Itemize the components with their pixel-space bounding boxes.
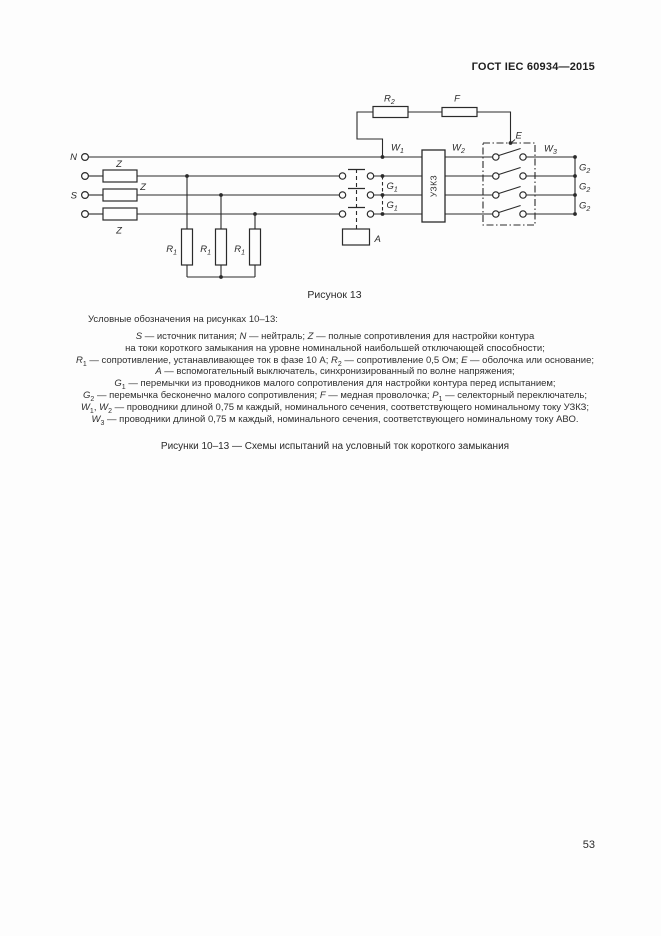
e-switches xyxy=(491,153,527,218)
legend-intro: Условные обозначения на рисунках 10–13: xyxy=(88,314,278,325)
auxiliary-switch-a xyxy=(338,168,375,246)
uzkz-block: УЗКЗ xyxy=(421,149,446,223)
e-contact xyxy=(491,153,500,161)
junction-dot xyxy=(573,212,577,216)
label-r1b: R1 xyxy=(200,244,211,257)
junction-dot xyxy=(573,193,577,197)
label-w1: W1 xyxy=(391,143,404,156)
label-r2: R2 xyxy=(384,94,395,107)
uzkz-box xyxy=(421,149,446,223)
legend-line: W1, W2 — проводники длиной 0,75 м каждый… xyxy=(80,401,590,415)
e-blade xyxy=(498,147,521,157)
label-g1a: G1 xyxy=(387,181,398,194)
r2-branch-wire xyxy=(356,111,384,157)
e-contact xyxy=(519,172,527,180)
e-contact xyxy=(491,172,500,180)
r1b-box xyxy=(214,228,228,266)
circuit-diagram-figure-13: УЗКЗ xyxy=(70,94,590,279)
legend-line: A — вспомогательный выключатель, синхрон… xyxy=(155,366,515,378)
junction-dot xyxy=(253,212,257,216)
junction-dot xyxy=(380,212,385,216)
terminal-n xyxy=(80,153,89,162)
junction-dot xyxy=(380,193,385,197)
label-s: S xyxy=(71,191,78,202)
e-blade xyxy=(498,185,521,195)
label-w3: W3 xyxy=(544,144,557,157)
label-e: E xyxy=(516,131,523,142)
label-a: A xyxy=(374,234,381,245)
e-blade xyxy=(498,166,521,176)
figure-13-caption: Рисунок 13 xyxy=(307,289,362,301)
label-r1a: R1 xyxy=(166,244,177,257)
legend-block: S — источник питания; N — нейтраль; Z — … xyxy=(58,331,612,427)
z-box-1 xyxy=(102,169,138,183)
junction-dot xyxy=(573,174,577,178)
figures-10-13-caption: Рисунки 10–13 — Схемы испытаний на услов… xyxy=(160,441,510,452)
a-box xyxy=(341,228,371,246)
a-contact xyxy=(338,191,347,199)
legend-line: на токи короткого замыкания на уровне но… xyxy=(125,342,545,354)
z-box-3 xyxy=(102,207,138,221)
label-n: N xyxy=(70,152,77,163)
a-contact xyxy=(366,172,375,180)
a-contact xyxy=(366,191,375,199)
e-boundary-dashdot xyxy=(482,142,536,226)
uzkz-output-wires xyxy=(445,156,493,215)
legend-line: G2 — перемычка бесконечно малого сопроти… xyxy=(83,389,587,403)
junction-dots xyxy=(185,141,577,279)
e-contact xyxy=(491,210,500,218)
legend-line: R1 — сопротивление, устанавливающее ток … xyxy=(75,354,595,368)
label-z2: Z xyxy=(139,182,147,193)
terminal-l3 xyxy=(80,210,89,219)
legend-line: W3 — проводники длиной 0,75 м каждый, но… xyxy=(91,413,579,427)
a-contact xyxy=(338,210,347,218)
junction-dot xyxy=(508,141,513,145)
e-contact xyxy=(519,153,527,161)
label-z3: Z xyxy=(115,226,123,237)
e-switch-blades xyxy=(498,147,521,214)
label-g2b: G2 xyxy=(579,182,590,195)
source-terminals xyxy=(80,153,89,219)
label-g2c: G2 xyxy=(579,201,590,214)
junction-dot xyxy=(219,193,223,197)
e-blade xyxy=(498,204,521,214)
legend-line: G1 — перемычки из проводников малого соп… xyxy=(114,378,556,392)
e-contact xyxy=(491,191,500,199)
junction-dot xyxy=(219,275,223,279)
terminal-l1 xyxy=(80,172,89,181)
page-number: 53 xyxy=(582,839,595,851)
w3-wires-g2-bus xyxy=(526,156,576,215)
junction-dot xyxy=(185,174,189,178)
r1c-box xyxy=(248,228,262,266)
standard-number: ГОСТ IEC 60934—2015 xyxy=(471,61,595,73)
impedance-z-boxes xyxy=(102,169,138,221)
label-g2a: G2 xyxy=(579,163,590,176)
component-labels: N S Z Z Z R1 R1 R1 R2 F E A W1 W2 W3 G1 … xyxy=(70,94,590,257)
r1a-box xyxy=(180,228,194,266)
uzkz-label: УЗКЗ xyxy=(429,175,439,197)
e-contact xyxy=(519,191,527,199)
supply-lines xyxy=(88,156,422,215)
enclosure-e xyxy=(482,139,536,226)
terminal-s xyxy=(80,191,89,200)
junction-dot xyxy=(573,155,577,159)
label-z1: Z xyxy=(115,159,123,170)
legend-line: S — источник питания; N — нейтраль; Z — … xyxy=(135,331,535,342)
label-r1c: R1 xyxy=(234,244,245,257)
a-contact xyxy=(366,210,375,218)
label-g1b: G1 xyxy=(387,200,398,213)
label-f: F xyxy=(454,94,461,105)
f-to-enclosure-wire xyxy=(477,111,512,143)
junction-dot xyxy=(380,155,385,159)
r2-f-branch xyxy=(356,105,512,157)
r1-resistor-network xyxy=(180,176,262,278)
z-box-2 xyxy=(102,188,138,202)
junction-dot xyxy=(380,174,385,178)
f-copper-wire-box xyxy=(441,106,478,118)
label-w2: W2 xyxy=(452,143,465,156)
r2-box xyxy=(372,105,409,119)
e-contact xyxy=(519,210,527,218)
a-contact xyxy=(338,172,347,180)
